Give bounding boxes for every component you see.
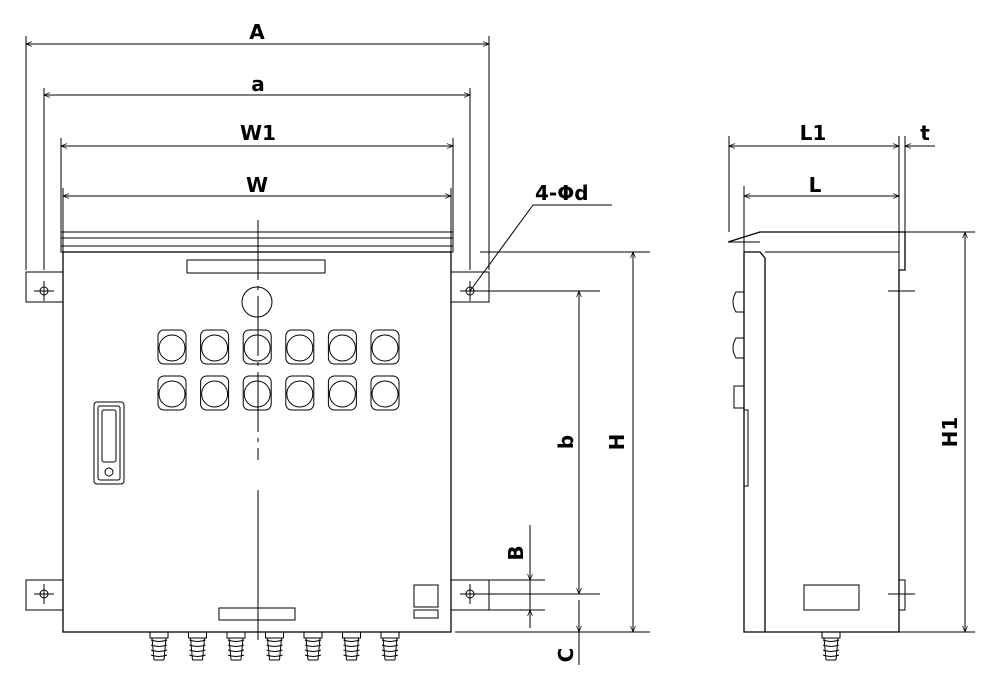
cable-gland (380, 631, 400, 661)
cable-gland (303, 631, 323, 661)
door-handle (93, 401, 125, 485)
dim-L1: L1 (728, 121, 900, 149)
dim-W-label: W (246, 173, 268, 197)
pilot-lamp (157, 329, 187, 365)
dim-W: W (62, 173, 452, 199)
mounting-brackets (25, 271, 490, 611)
side-body (727, 231, 915, 633)
pilot-lamp (327, 329, 357, 365)
cable-glands (149, 631, 400, 661)
dim-b-label: b (554, 435, 578, 449)
pilot-lamp (327, 375, 357, 411)
dim-A-label: A (249, 20, 265, 44)
rain-hood (60, 231, 454, 253)
front-view: A a W1 W (25, 20, 650, 665)
dim-t: t (870, 121, 935, 149)
side-h-extension (899, 231, 975, 633)
dim-a-label: a (251, 72, 265, 96)
cable-gland (821, 631, 841, 661)
ground-terminal (413, 584, 439, 619)
dim-A: A (25, 20, 490, 47)
pilot-lamp (200, 329, 230, 365)
top-nameplate (186, 259, 326, 274)
dim-t-label: t (920, 121, 930, 145)
dim-H-label: H (605, 434, 629, 451)
cable-gland (149, 631, 169, 661)
pilot-lamp (200, 375, 230, 411)
cable-gland (188, 631, 207, 661)
enclosure-body (62, 251, 452, 633)
dim-b: b (554, 290, 582, 595)
dim-L-label: L (809, 173, 822, 197)
dim-L1-label: L1 (800, 121, 827, 145)
side-cable-gland (821, 631, 841, 661)
mounting-holes (34, 281, 480, 604)
dim-W1-label: W1 (240, 121, 276, 145)
pilot-lamp (157, 375, 187, 411)
pilot-lamp (370, 375, 400, 411)
hole-callout-label: 4-Φd (535, 181, 589, 205)
dim-H: H (605, 251, 636, 633)
pilot-lamp (242, 375, 272, 411)
side-nameplate (803, 584, 860, 611)
pilot-lamps (157, 329, 400, 411)
cable-gland (265, 631, 284, 661)
dim-W1: W1 (60, 121, 454, 149)
bottom-nameplate (218, 607, 296, 621)
pilot-lamp (242, 329, 272, 365)
cable-gland (342, 631, 361, 661)
cable-gland (226, 631, 246, 661)
pilot-lamp (285, 329, 315, 365)
dim-H1-label: H1 (938, 417, 962, 448)
dim-B: B (504, 525, 533, 628)
dim-L: L (743, 173, 900, 199)
side-extension-lines (728, 136, 906, 270)
dim-C: C (554, 600, 582, 665)
pilot-lamp (370, 329, 400, 365)
extension-lines (25, 36, 490, 270)
top-pilot-lamp (241, 286, 273, 318)
dim-H1: H1 (938, 231, 968, 633)
dim-C-label: C (554, 648, 578, 663)
side-view: L1 t L (727, 121, 975, 661)
pilot-lamp (285, 375, 315, 411)
dim-a: a (43, 72, 471, 98)
hole-callout: 4-Φd (469, 181, 612, 292)
dim-B-label: B (504, 545, 528, 560)
side-components (732, 291, 749, 487)
